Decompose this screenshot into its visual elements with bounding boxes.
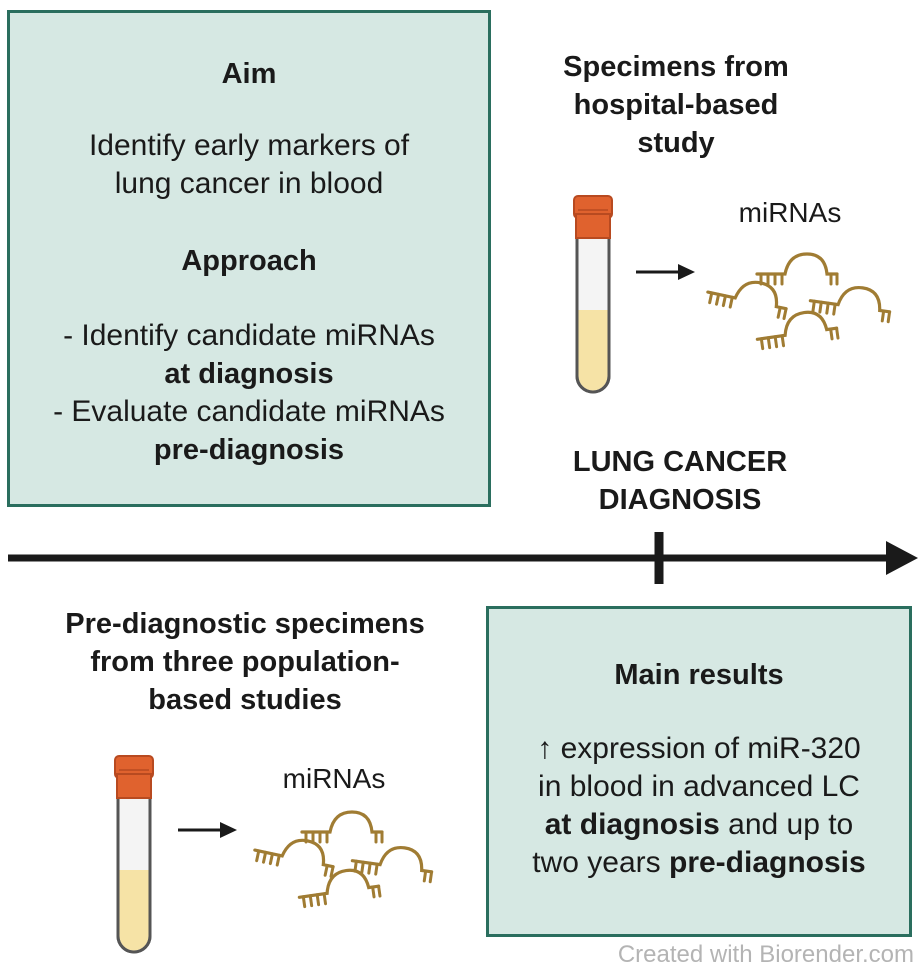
diagnosis-label-line2: DIAGNOSIS — [598, 484, 762, 516]
hospital-title-line3: study — [637, 127, 715, 159]
timeline-arrowhead — [886, 541, 918, 575]
results-line3: at diagnosis and up to — [489, 806, 909, 844]
mirna-icon — [704, 270, 792, 321]
hospital-arrow-icon — [678, 264, 695, 280]
population-title-line3: based studies — [148, 684, 342, 716]
approach-text-line2: at diagnosis — [164, 358, 334, 390]
mirna-icon — [300, 810, 384, 844]
approach-text-line4: pre-diagnosis — [153, 434, 345, 466]
results-line3-rest: and up to — [719, 808, 854, 841]
results-line3-bold: at diagnosis — [544, 808, 720, 841]
approach-text-line3: - Evaluate candidate miRNAs — [53, 395, 445, 428]
aim-approach-box: Aim Identify early markers of lung cance… — [7, 10, 491, 507]
results-line4-bold: pre-diagnosis — [669, 846, 866, 879]
biorender-watermark: Created with Biorender.com — [617, 941, 914, 968]
hospital-mirna-label: miRNAs — [738, 197, 842, 228]
population-mirna-label: miRNAs — [282, 763, 386, 794]
mirna-icon — [807, 279, 894, 324]
diagnosis-label-line1: LUNG CANCER — [572, 446, 788, 478]
results-line2: in blood in advanced LC — [538, 770, 860, 803]
approach-text-line1: - Identify candidate miRNAs — [63, 319, 435, 352]
population-title-line2: from three population- — [90, 646, 400, 678]
mirna-icon — [755, 252, 839, 286]
aim-text-line2: lung cancer in blood — [114, 167, 384, 200]
results-line1: ↑ expression of miR-320 — [537, 732, 861, 765]
hospital-title-line1: Specimens from — [563, 51, 789, 83]
results-line4: two years pre-diagnosis — [489, 844, 909, 882]
results-heading: Main results — [614, 659, 784, 691]
population-blood-tube-icon — [113, 754, 155, 954]
results-line4-rest: two years — [532, 846, 669, 879]
main-results-box: Main results ↑ expression of miR-320 in … — [486, 606, 912, 937]
aim-heading: Aim — [221, 58, 277, 90]
mirna-icon — [752, 306, 840, 351]
population-title-line1: Pre-diagnostic specimens — [65, 608, 425, 640]
aim-text-line1: Identify early markers of — [88, 129, 410, 162]
hospital-blood-tube-icon — [572, 194, 614, 394]
hospital-title-line2: hospital-based — [573, 89, 779, 121]
approach-heading: Approach — [181, 245, 317, 277]
population-arrow-icon — [220, 822, 237, 838]
mirna-icon — [251, 828, 339, 879]
